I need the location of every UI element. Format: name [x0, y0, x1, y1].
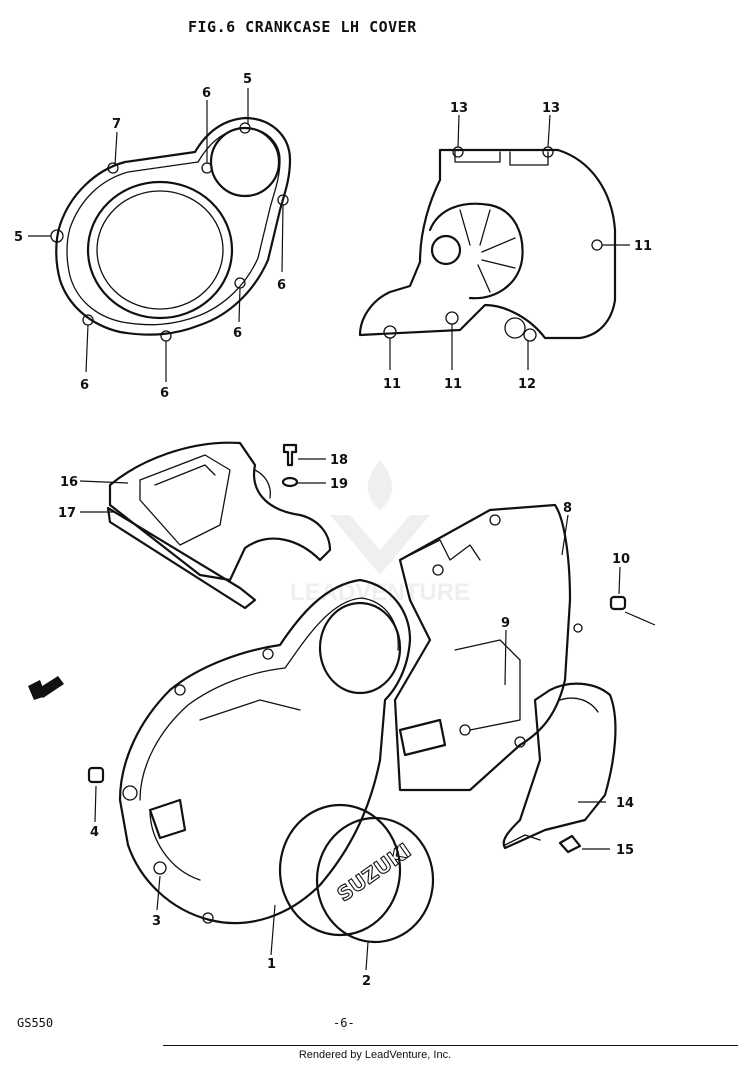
callout-6-bottom: 6: [160, 386, 169, 401]
callout-7: 7: [112, 117, 121, 132]
main-cover-drawing: SUZUKI: [118, 578, 435, 944]
callout-13-left: 13: [450, 101, 468, 116]
callout-16: 16: [60, 475, 78, 490]
gasket-drawing: [50, 116, 292, 342]
callout-10: 10: [612, 552, 630, 567]
front-direction-arrow-icon: [28, 676, 64, 700]
inner-cover-drawing: [358, 146, 617, 342]
callout-9: 9: [501, 616, 510, 631]
footer-credit: Rendered by LeadVenture, Inc.: [298, 1049, 452, 1061]
leadventure-watermark-logo: LEADVENTURE: [290, 460, 470, 605]
callout-2: 2: [362, 974, 371, 989]
callout-12: 12: [518, 377, 536, 392]
callout-6-mid: 6: [233, 326, 242, 341]
callout-11-left: 11: [383, 377, 401, 392]
callout-leaders: [28, 88, 656, 971]
chain-cover-drawing: [502, 682, 617, 850]
callout-14: 14: [616, 796, 634, 811]
callout-19: 19: [330, 477, 348, 492]
model-label: GS550: [17, 1016, 54, 1030]
upper-cover-drawing: [106, 441, 332, 610]
callout-4: 4: [90, 825, 99, 840]
small-parts-drawing: [87, 443, 627, 854]
footer-divider: [163, 1045, 738, 1046]
callout-6-top: 6: [202, 86, 211, 101]
callout-8: 8: [563, 501, 572, 516]
svg-text:LEADVENTURE: LEADVENTURE: [290, 579, 470, 605]
figure-title: FIG.6 CRANKCASE LH COVER: [188, 18, 417, 36]
callout-15: 15: [616, 843, 634, 858]
callout-labels: 1 2 3 4 5 5 6 6 6 6 6 7 8 9 10 11 11 11 …: [14, 72, 652, 989]
page-number: -6-: [333, 1016, 355, 1030]
callout-6-right: 6: [277, 278, 286, 293]
callout-13-right: 13: [542, 101, 560, 116]
callout-6-left: 6: [80, 378, 89, 393]
callout-18: 18: [330, 453, 348, 468]
callout-11-right: 11: [634, 239, 652, 254]
callout-5-left: 5: [14, 230, 23, 245]
callout-17: 17: [58, 506, 76, 521]
side-cover-drawing: [393, 503, 583, 792]
callout-3: 3: [152, 914, 161, 929]
callout-5-top: 5: [243, 72, 252, 87]
callout-1: 1: [267, 957, 276, 972]
suzuki-logo-text: SUZUKI: [333, 838, 416, 906]
callout-11-mid: 11: [444, 377, 462, 392]
